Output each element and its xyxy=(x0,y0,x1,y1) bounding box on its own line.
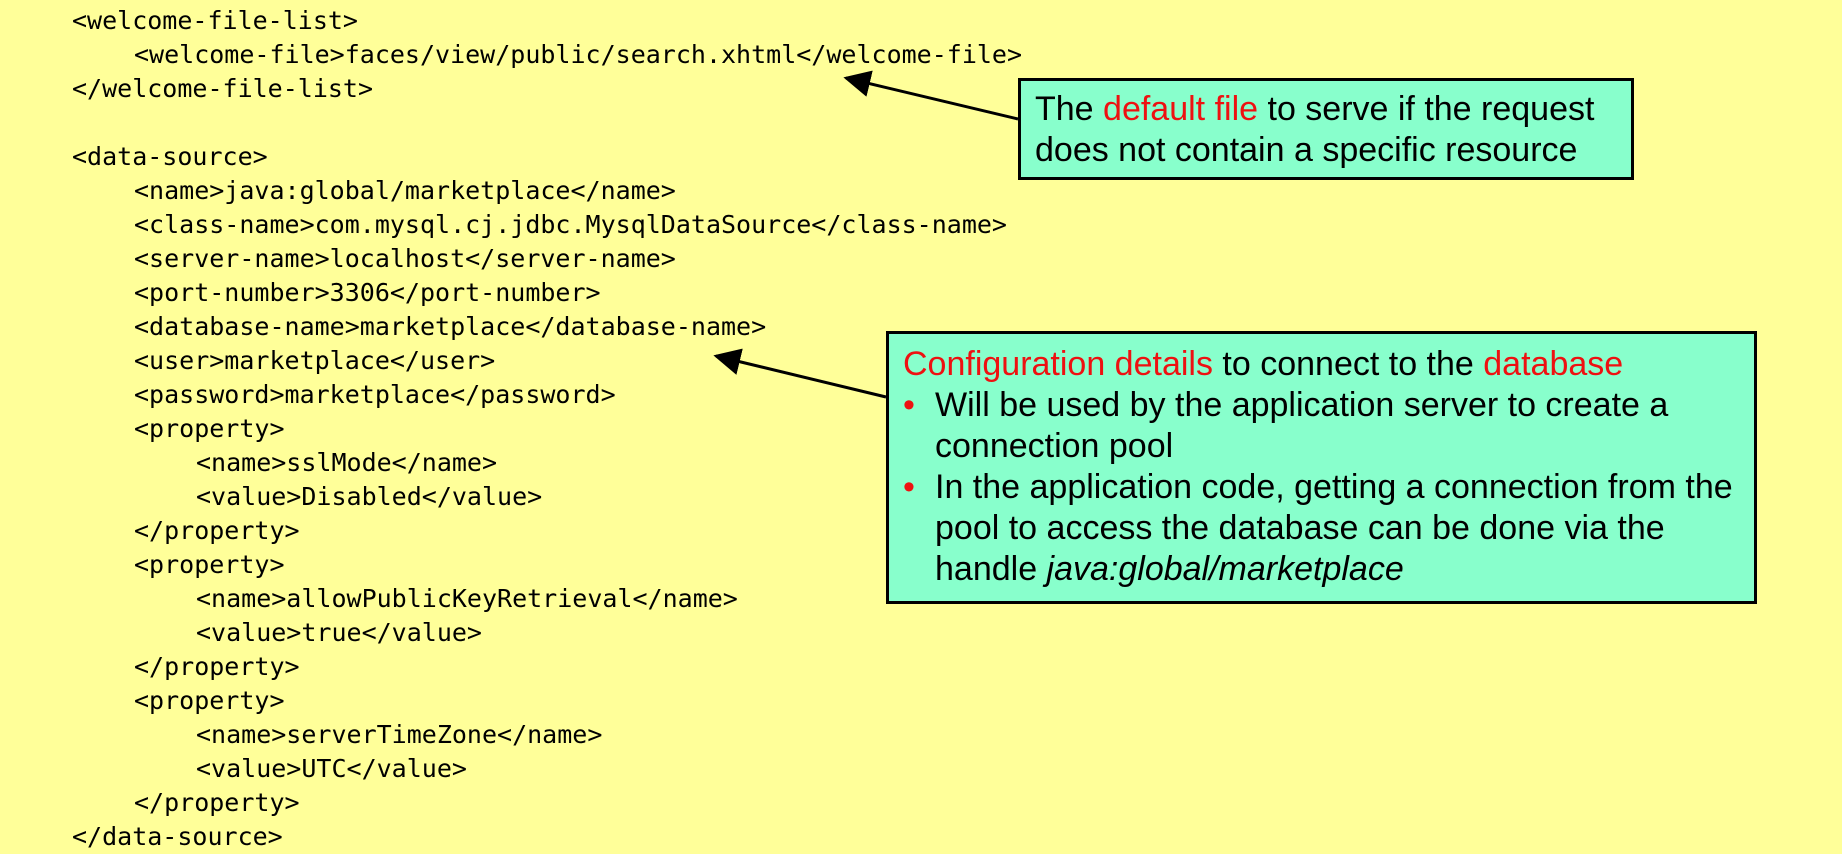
code-line: <property> xyxy=(134,686,285,715)
code-line: <name>allowPublicKeyRetrieval</name> xyxy=(196,584,738,613)
code-line: <welcome-file-list> xyxy=(72,6,358,35)
arrow-to-credentials xyxy=(713,348,887,399)
code-line: <class-name>com.mysql.cj.jdbc.MysqlDataS… xyxy=(134,210,1007,239)
code-line: <welcome-file>faces/view/public/search.x… xyxy=(134,40,1023,69)
code-line: <property> xyxy=(134,550,285,579)
code-line: <port-number>3306</port-number> xyxy=(134,278,601,307)
callout-title-mid: to connect to the xyxy=(1212,345,1484,383)
callout-highlight-configuration: Configuration details xyxy=(903,345,1213,383)
callout-default-file: The default file to serve if the request… xyxy=(1018,78,1634,180)
code-line: </welcome-file-list> xyxy=(72,74,374,103)
code-line: <name>sslMode</name> xyxy=(196,448,498,477)
code-line: <value>UTC</value> xyxy=(196,754,467,783)
callout-text-prefix: The xyxy=(1035,90,1104,128)
jndi-handle: java:global/marketplace xyxy=(1046,550,1404,588)
code-line: <data-source> xyxy=(72,142,268,171)
code-line: <value>Disabled</value> xyxy=(196,482,543,511)
code-line: <password>marketplace</password> xyxy=(134,380,616,409)
callout-bullet-connection-pool: • Will be used by the application server … xyxy=(903,385,1740,467)
bullet-text: Will be used by the application server t… xyxy=(935,386,1669,465)
callout-highlight-database: database xyxy=(1483,345,1624,383)
code-line: </property> xyxy=(134,516,300,545)
callout-bullet-application-code: • In the application code, getting a conn… xyxy=(903,467,1740,590)
callout-text-rest: to serve if the request does not contain… xyxy=(1035,90,1595,169)
code-line: <server-name>localhost</server-name> xyxy=(134,244,676,273)
callout-title: Configuration details to connect to the … xyxy=(903,344,1740,385)
code-line: </property> xyxy=(134,788,300,817)
code-line: <value>true</value> xyxy=(196,618,482,647)
bullet-dot: • xyxy=(903,468,915,506)
code-line: <name>serverTimeZone</name> xyxy=(196,720,603,749)
bullet-dot: • xyxy=(903,386,915,424)
callout-highlight-default-file: default file xyxy=(1103,90,1259,128)
code-listing: <welcome-file-list> <welcome-file>faces/v… xyxy=(72,4,1022,854)
code-line: <user>marketplace</user> xyxy=(134,346,496,375)
bullet-text: In the application code, getting a conne… xyxy=(935,468,1733,588)
code-line: <property> xyxy=(134,414,285,443)
code-line: </data-source> xyxy=(72,822,283,851)
callout-configuration-details: Configuration details to connect to the … xyxy=(886,331,1757,604)
code-line: <name>java:global/marketplace</name> xyxy=(134,176,676,205)
code-line: </property> xyxy=(134,652,300,681)
code-line: <database-name>marketplace</database-nam… xyxy=(134,312,767,341)
arrow-to-welcome-file xyxy=(843,70,1019,121)
